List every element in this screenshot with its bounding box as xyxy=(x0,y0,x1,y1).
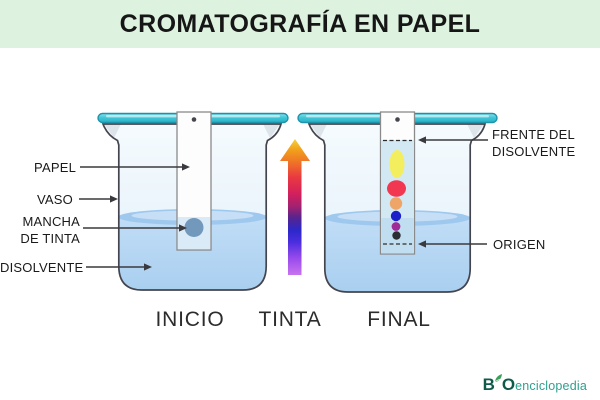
logo-wordmark: enciclopedia xyxy=(515,379,587,393)
blue-pigment-spot xyxy=(390,210,402,222)
spout-fold xyxy=(310,124,327,138)
black-pigment-spot xyxy=(392,231,401,240)
label-mancha-de-tinta: MANCHA DE TINTA xyxy=(0,213,80,247)
label-vaso: VASO xyxy=(37,192,73,207)
frente-arrowhead xyxy=(418,136,426,144)
label-frente-line1: FRENTE DEL xyxy=(492,127,575,142)
stage-label-inicio: INICIO xyxy=(155,308,225,331)
logo-letter-o: O xyxy=(501,375,516,394)
mancha-arrowhead xyxy=(179,224,187,232)
spout-fold xyxy=(263,124,280,138)
pin-dot xyxy=(395,117,400,122)
yellow-pigment-spot xyxy=(389,150,405,178)
leader-lines xyxy=(79,136,488,271)
beaker-final xyxy=(297,111,498,293)
label-origen: ORIGEN xyxy=(493,237,546,252)
ink-gradient-arrow xyxy=(280,139,310,275)
label-mancha-line1: MANCHA xyxy=(22,214,80,229)
vaso-arrowhead xyxy=(110,195,118,203)
bioenciclopedia-logo: B O enciclopedia xyxy=(482,374,587,394)
stage-label-tinta: TINTA xyxy=(258,308,322,331)
spout-fold xyxy=(104,124,121,138)
logo-letter-b: B xyxy=(482,375,495,394)
origen-arrowhead xyxy=(418,240,426,248)
beaker-initial xyxy=(97,111,289,291)
ink-spot xyxy=(184,218,204,237)
magenta-pigment-spot xyxy=(391,222,401,231)
label-mancha-line2: DE TINTA xyxy=(20,231,80,246)
disolvente-arrowhead xyxy=(144,263,152,271)
orange-pigment-spot xyxy=(389,197,403,210)
leaf-icon xyxy=(494,374,502,383)
spout-fold xyxy=(467,124,484,138)
stage-label-final: FINAL xyxy=(367,308,431,331)
label-frente-line2: DISOLVENTE xyxy=(492,144,576,159)
header-band: CROMATOGRAFÍA EN PAPEL xyxy=(0,0,600,48)
label-disolvente: DISOLVENTE xyxy=(0,260,84,275)
page-title: CROMATOGRAFÍA EN PAPEL xyxy=(119,9,481,38)
label-papel: PAPEL xyxy=(34,160,76,175)
papel-arrowhead xyxy=(182,163,190,171)
beaker-outline xyxy=(307,123,487,293)
beaker-outline xyxy=(101,123,283,291)
label-frente-del-disolvente: FRENTE DEL DISOLVENTE xyxy=(492,126,575,160)
red-pigment-spot xyxy=(387,180,406,197)
submerged-paper-tint xyxy=(177,217,211,250)
pin-dot xyxy=(191,117,197,122)
